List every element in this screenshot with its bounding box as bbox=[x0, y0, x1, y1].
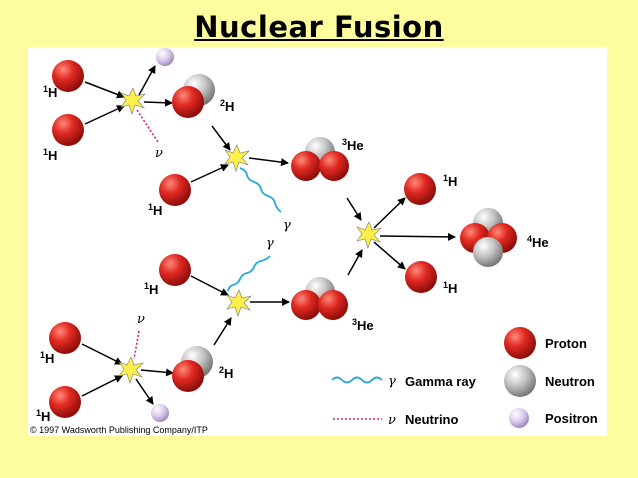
arrow bbox=[143, 98, 173, 107]
arrow bbox=[346, 197, 362, 221]
h1-label: 1H bbox=[148, 202, 162, 218]
h1-label: 1H bbox=[443, 280, 457, 296]
h2-label: 2H bbox=[219, 365, 233, 381]
copyright: © 1997 Wadsworth Publishing Company/ITP bbox=[30, 425, 208, 435]
legend-neutrino: Neutrino bbox=[405, 412, 459, 427]
h1-label: 1H bbox=[40, 350, 54, 366]
h1-label: 1H bbox=[43, 84, 57, 100]
proton bbox=[49, 322, 81, 354]
collision-star bbox=[226, 289, 252, 317]
legend-neutron-swatch bbox=[504, 365, 536, 397]
arrow bbox=[135, 378, 154, 405]
neutrino-path bbox=[133, 330, 140, 360]
arrow bbox=[379, 232, 456, 241]
legend-gamma-swatch bbox=[331, 376, 383, 384]
arrow bbox=[211, 125, 231, 151]
he3-label: 3He bbox=[342, 137, 364, 153]
collision-star bbox=[120, 87, 146, 115]
legend-positron: Positron bbox=[545, 411, 598, 426]
collision-star bbox=[356, 221, 382, 249]
proton bbox=[404, 173, 436, 205]
h1-label: 1H bbox=[443, 173, 457, 189]
arrow bbox=[190, 164, 229, 183]
positron bbox=[151, 404, 169, 422]
collision-star bbox=[224, 144, 250, 172]
proton bbox=[319, 151, 349, 181]
gamma-label: γ bbox=[283, 218, 291, 233]
proton bbox=[318, 290, 348, 320]
legend-positron-swatch bbox=[509, 408, 529, 428]
legend-gamma-ray: Gamma ray bbox=[405, 374, 477, 389]
arrow bbox=[84, 81, 125, 99]
proton bbox=[159, 174, 191, 206]
arrow bbox=[190, 275, 229, 296]
arrow bbox=[248, 157, 289, 167]
arrow bbox=[373, 197, 406, 229]
proton bbox=[49, 386, 81, 418]
positron bbox=[156, 48, 174, 66]
proton bbox=[159, 254, 191, 286]
arrow bbox=[140, 368, 174, 377]
h2-label: 2H bbox=[220, 98, 234, 114]
gamma-ray bbox=[239, 167, 282, 213]
nu-label: ν bbox=[137, 312, 145, 327]
neutron bbox=[473, 237, 503, 267]
page-title: Nuclear Fusion bbox=[194, 10, 444, 44]
legend-gamma-symbol: γ bbox=[388, 374, 396, 389]
proton bbox=[172, 360, 204, 392]
he4-label: 4He bbox=[527, 234, 549, 250]
proton bbox=[291, 290, 321, 320]
gamma-label: γ bbox=[266, 236, 274, 251]
gamma-ray bbox=[227, 255, 271, 292]
arrow bbox=[373, 241, 406, 270]
nu-label: ν bbox=[155, 146, 163, 161]
proton bbox=[52, 114, 84, 146]
proton bbox=[405, 261, 437, 293]
legend-proton-swatch bbox=[504, 327, 536, 359]
h1-label: 1H bbox=[36, 408, 50, 424]
proton bbox=[52, 60, 84, 92]
proton bbox=[172, 86, 204, 118]
h1-label: 1H bbox=[144, 281, 158, 297]
arrow bbox=[81, 375, 123, 397]
h1-label: 1H bbox=[43, 147, 57, 163]
arrow bbox=[347, 249, 363, 276]
legend-nu-symbol: ν bbox=[388, 413, 396, 428]
arrow bbox=[84, 105, 125, 125]
he3-label: 3He bbox=[352, 317, 374, 333]
proton bbox=[291, 151, 321, 181]
legend-proton: Proton bbox=[545, 336, 587, 351]
arrow bbox=[213, 317, 232, 346]
arrow bbox=[138, 65, 156, 96]
arrow bbox=[81, 343, 123, 365]
neutrino-path bbox=[136, 109, 159, 143]
collision-star bbox=[118, 356, 144, 384]
legend-neutron: Neutron bbox=[545, 374, 595, 389]
